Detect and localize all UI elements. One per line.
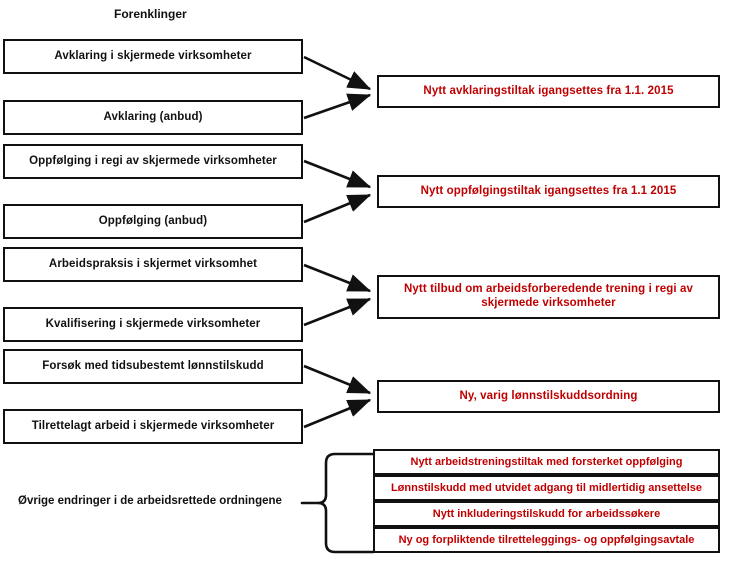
connector-group-arbeidsforberedende	[303, 263, 372, 327]
existing-measure-box-8[interactable]: Tilrettelagt arbeid i skjermede virksomh…	[3, 409, 303, 444]
new-measure-box-2[interactable]: Nytt oppfølgingstiltak igangsettes fra 1…	[377, 175, 720, 208]
connector-group-oppfolging	[303, 159, 372, 224]
existing-measure-box-3[interactable]: Oppfølging i regi av skjermede virksomhe…	[3, 144, 303, 179]
connector-group-avklaring	[303, 55, 372, 120]
page-title: Forenklinger	[114, 7, 187, 21]
new-measure-box-4[interactable]: Ny, varig lønnstilskuddsordning	[377, 380, 720, 413]
other-change-box-2[interactable]: Lønnstilskudd med utvidet adgang til mid…	[373, 475, 720, 501]
existing-measure-box-6[interactable]: Kvalifisering i skjermede virksomheter	[3, 307, 303, 342]
existing-measure-box-5[interactable]: Arbeidspraksis i skjermet virksomhet	[3, 247, 303, 282]
existing-measure-box-2[interactable]: Avklaring (anbud)	[3, 100, 303, 135]
existing-measure-box-7[interactable]: Forsøk med tidsubestemt lønnstilskudd	[3, 349, 303, 384]
other-change-box-3[interactable]: Nytt inkluderingstilskudd for arbeidssøk…	[373, 501, 720, 527]
existing-measure-box-1[interactable]: Avklaring i skjermede virksomheter	[3, 39, 303, 74]
existing-measure-box-4[interactable]: Oppfølging (anbud)	[3, 204, 303, 239]
other-changes-group-label: Øvrige endringer i de arbeidsrettede ord…	[18, 495, 282, 507]
new-measure-box-1[interactable]: Nytt avklaringstiltak igangsettes fra 1.…	[377, 75, 720, 108]
other-change-box-4[interactable]: Ny og forpliktende tilretteleggings- og …	[373, 527, 720, 553]
curly-brace	[300, 452, 375, 554]
other-change-box-1[interactable]: Nytt arbeidstreningstiltak med forsterke…	[373, 449, 720, 475]
connector-group-lonnstilskudd	[303, 364, 372, 429]
new-measure-box-3[interactable]: Nytt tilbud om arbeidsforberedende treni…	[377, 275, 720, 319]
